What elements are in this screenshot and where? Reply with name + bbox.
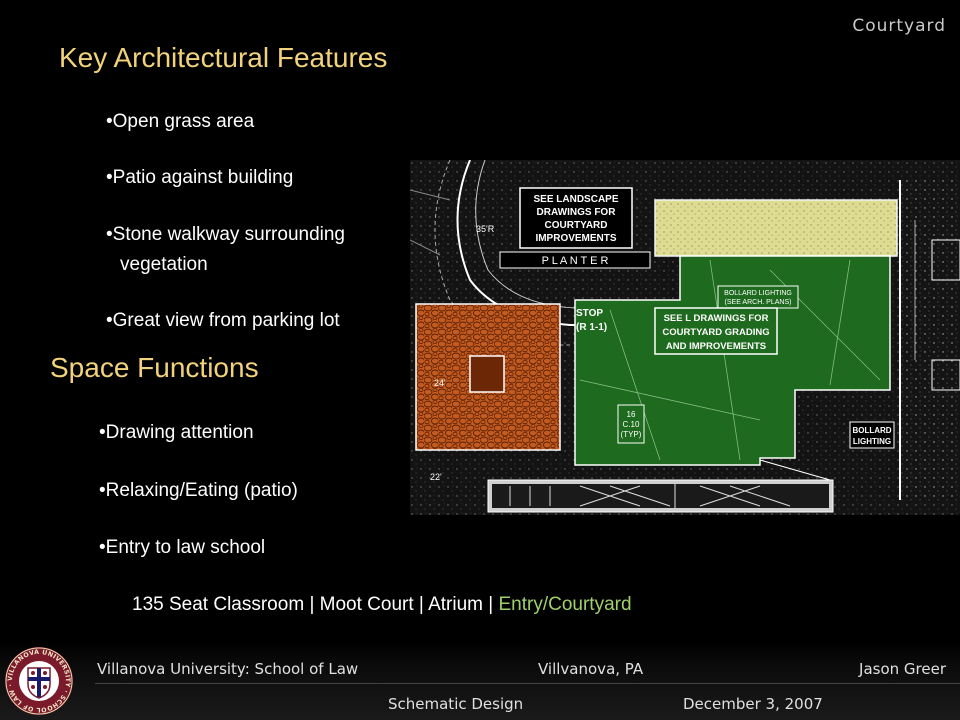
functions-heading: Space Functions [50,352,259,383]
plan-bollard-label-line: BOLLARD [852,426,891,435]
nav-separator: | [309,594,315,615]
function-item: •Relaxing/Eating (patio) [99,480,298,501]
plan-stop-label: (R 1-1) [576,322,607,333]
nav-item-moot-court[interactable]: Moot Court [319,594,414,615]
section-nav: 135 Seat Classroom | Moot Court | Atrium… [132,594,632,616]
patio-area [415,303,561,451]
footer-school: Villanova University: School of Law [97,660,359,678]
plan-dimension-label: 24' [434,378,446,388]
plan-planter-label: P L A N T E R [542,255,609,267]
nav-item-atrium[interactable]: Atrium [428,594,483,615]
plan-grading-note-line: COURTYARD GRADING [662,327,769,338]
plan-landscape-note-line: COURTYARD [545,220,608,231]
plan-grading-note-line: SEE L DRAWINGS FOR [664,313,769,324]
nav-item-entry-courtyard[interactable]: Entry/Courtyard [498,594,632,615]
footer [0,642,960,720]
plan-landscape-note-line: IMPROVEMENTS [535,233,616,244]
plan-landscape-note-line: DRAWINGS FOR [537,207,617,218]
feature-item: •Great view from parking lot [106,310,340,331]
feature-item-continuation: vegetation [120,254,208,275]
open-grass-area [574,255,891,466]
footer-author: Jason Greer [859,660,946,678]
plan-detail-tag-line: (TYP) [621,430,642,439]
plan-bollard-note-line: BOLLARD LIGHTING [724,290,792,297]
nav-item-classroom[interactable]: 135 Seat Classroom [132,594,305,615]
footer-location: Villvanova, PA [538,660,644,678]
footer-date: December 3, 2007 [683,695,823,713]
footer-divider [95,683,960,684]
plan-bollard-note-line: (SEE ARCH. PLANS) [725,299,792,306]
university-seal-icon: VILLANOVA UNIVERSITY · SCHOOL OF LAW · [5,647,73,715]
plan-detail-tag-line: C.10 [623,420,640,429]
plan-stop-label: STOP [576,308,603,319]
plan-bollard-label-line: LIGHTING [853,437,891,446]
plan-landscape-note-line: SEE LANDSCAPE [533,194,618,205]
function-item: •Entry to law school [99,537,266,558]
feature-item: •Open grass area [106,111,255,132]
plan-detail-tag-line: 16 [627,410,636,419]
nav-separator: | [488,594,494,615]
courtyard-site-plan: SEE LANDSCAPE DRAWINGS FOR COURTYARD IMP… [410,160,960,515]
section-label: Courtyard [852,16,946,36]
footer-phase: Schematic Design [388,695,524,713]
stone-walkway-area [654,199,898,257]
nav-separator: | [418,594,424,615]
features-heading: Key Architectural Features [59,42,388,73]
function-item: •Drawing attention [99,422,254,443]
feature-item: •Patio against building [106,167,294,188]
plan-grading-note-line: AND IMPROVEMENTS [666,341,766,352]
feature-item: •Stone walkway surrounding [106,224,346,245]
plan-dimension-label: 22' [430,472,442,482]
plan-dimension-label: 35'R [476,224,495,234]
